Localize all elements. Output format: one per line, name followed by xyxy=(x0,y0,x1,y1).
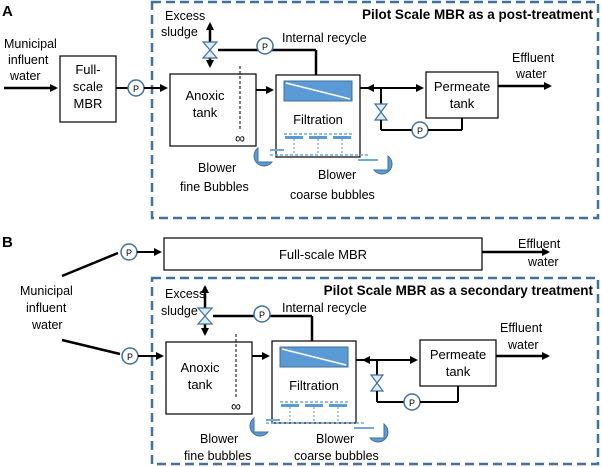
influent-label-b-1: Municipal xyxy=(20,284,73,298)
blower-fine-label-a-1: Blower xyxy=(198,161,236,175)
recycle-label-a: Internal recycle xyxy=(282,31,367,45)
influent-label-a-1: Municipal xyxy=(4,37,57,51)
effluent-top-label-b-2: water xyxy=(527,255,559,269)
pump-icon xyxy=(256,37,274,55)
effluent-label-a-1: Effluent xyxy=(512,51,555,65)
influent-branch-bottom-b xyxy=(61,338,121,356)
influent-label-a-3: water xyxy=(9,69,41,83)
pump-label: P xyxy=(262,42,268,52)
effluent-label-a-2: water xyxy=(515,67,547,81)
blower-coarse-icon xyxy=(368,422,389,443)
membrane-diagonal-a xyxy=(285,82,351,100)
blower-fine-icon xyxy=(249,416,270,437)
valve-icon xyxy=(369,382,385,392)
pump-label: P xyxy=(259,310,265,320)
valve-icon xyxy=(201,41,219,51)
anoxic-label-a-2: tank xyxy=(193,105,218,120)
permeate-tank-a xyxy=(425,71,499,119)
pilot-title-b: Pilot Scale MBR as a secondary treatment xyxy=(324,283,594,298)
excess-label-b-2: sludge xyxy=(161,304,198,318)
pilot-scale-boundary-b xyxy=(150,276,600,466)
permeate-label-a-2: tank xyxy=(450,96,475,111)
pump-label: P xyxy=(417,126,423,136)
recycle-label-b: Internal recycle xyxy=(282,301,367,315)
fullscale-label-b: Full-scale MBR xyxy=(279,247,367,262)
influent-label-a-2: influent xyxy=(8,53,49,67)
panel-b-letter: B xyxy=(2,234,13,251)
filtration-label-a: Filtration xyxy=(293,112,343,127)
panel-a-letter: A xyxy=(2,3,13,20)
panel-a: A Pilot Scale MBR as a post-treatment Mu… xyxy=(2,0,600,220)
valve-icon xyxy=(196,307,214,317)
blower-coarse-label-a-2: coarse bubbles xyxy=(290,188,375,202)
blower-coarse-label-b-1: Blower xyxy=(316,432,354,446)
blower-fine-icon xyxy=(253,146,274,167)
anoxic-label-a-1: Anoxic xyxy=(185,88,225,103)
effluent-label-b-1: Effluent xyxy=(500,321,543,335)
fullscale-label-a-1: Full- xyxy=(75,62,100,77)
pump-label: P xyxy=(133,84,139,94)
coarse-diffusers-a xyxy=(270,133,368,156)
anoxic-tank-a xyxy=(169,73,257,147)
effluent-label-b-2: water xyxy=(507,338,539,352)
permeate-label-a-1: Permeate xyxy=(434,79,490,94)
permeate-label-b-2: tank xyxy=(446,364,471,379)
blower-fine-label-b-1: Blower xyxy=(200,432,238,446)
mixer-icon: ∞ xyxy=(235,130,245,146)
pump-label: P xyxy=(409,398,415,408)
filtration-label-b: Filtration xyxy=(289,378,339,393)
influent-branch-top-b xyxy=(61,251,119,278)
mixer-icon: ∞ xyxy=(231,398,241,414)
valve-icon xyxy=(373,111,389,121)
valve-icon xyxy=(369,374,385,384)
fullscale-label-a-2: scale xyxy=(73,79,103,94)
excess-label-b-1: Excess xyxy=(165,287,205,301)
fullscale-label-a-3: MBR xyxy=(74,96,103,111)
panel-b: B P Full-scale MBR Effluent water Munici… xyxy=(2,234,600,466)
anoxic-label-b-1: Anoxic xyxy=(180,360,220,375)
permeate-label-b-1: Permeate xyxy=(430,347,486,362)
membrane-diagonal-b xyxy=(281,348,347,366)
coarse-diffusers-b xyxy=(266,401,364,424)
blower-fine-label-b-2: fine bubbles xyxy=(184,449,251,463)
pilot-title-a: Pilot Scale MBR as a post-treatment xyxy=(362,7,594,22)
valve-icon xyxy=(196,315,214,325)
excess-label-a-1: Excess xyxy=(165,9,205,23)
pump-label: P xyxy=(126,248,132,258)
pump-icon xyxy=(253,305,271,323)
valve-icon xyxy=(373,103,389,113)
pilot-scale-boundary-a xyxy=(150,0,600,220)
anoxic-tank-b xyxy=(165,341,253,415)
valve-icon xyxy=(201,49,219,59)
pump-label: P xyxy=(127,352,133,362)
fullscale-mbr-box-b xyxy=(163,237,483,271)
permeate-tank-b xyxy=(419,339,497,387)
excess-label-a-2: sludge xyxy=(161,25,198,39)
blower-fine-label-a-2: fine Bubbles xyxy=(180,180,249,194)
influent-label-b-2: influent xyxy=(26,301,67,315)
influent-label-b-3: water xyxy=(31,318,63,332)
blower-coarse-icon xyxy=(372,154,393,175)
anoxic-label-b-2: tank xyxy=(188,377,213,392)
effluent-top-label-b-1: Effluent xyxy=(518,237,561,251)
blower-coarse-label-b-2: coarse bubbles xyxy=(294,449,379,463)
blower-coarse-label-a-1: Blower xyxy=(318,168,356,182)
